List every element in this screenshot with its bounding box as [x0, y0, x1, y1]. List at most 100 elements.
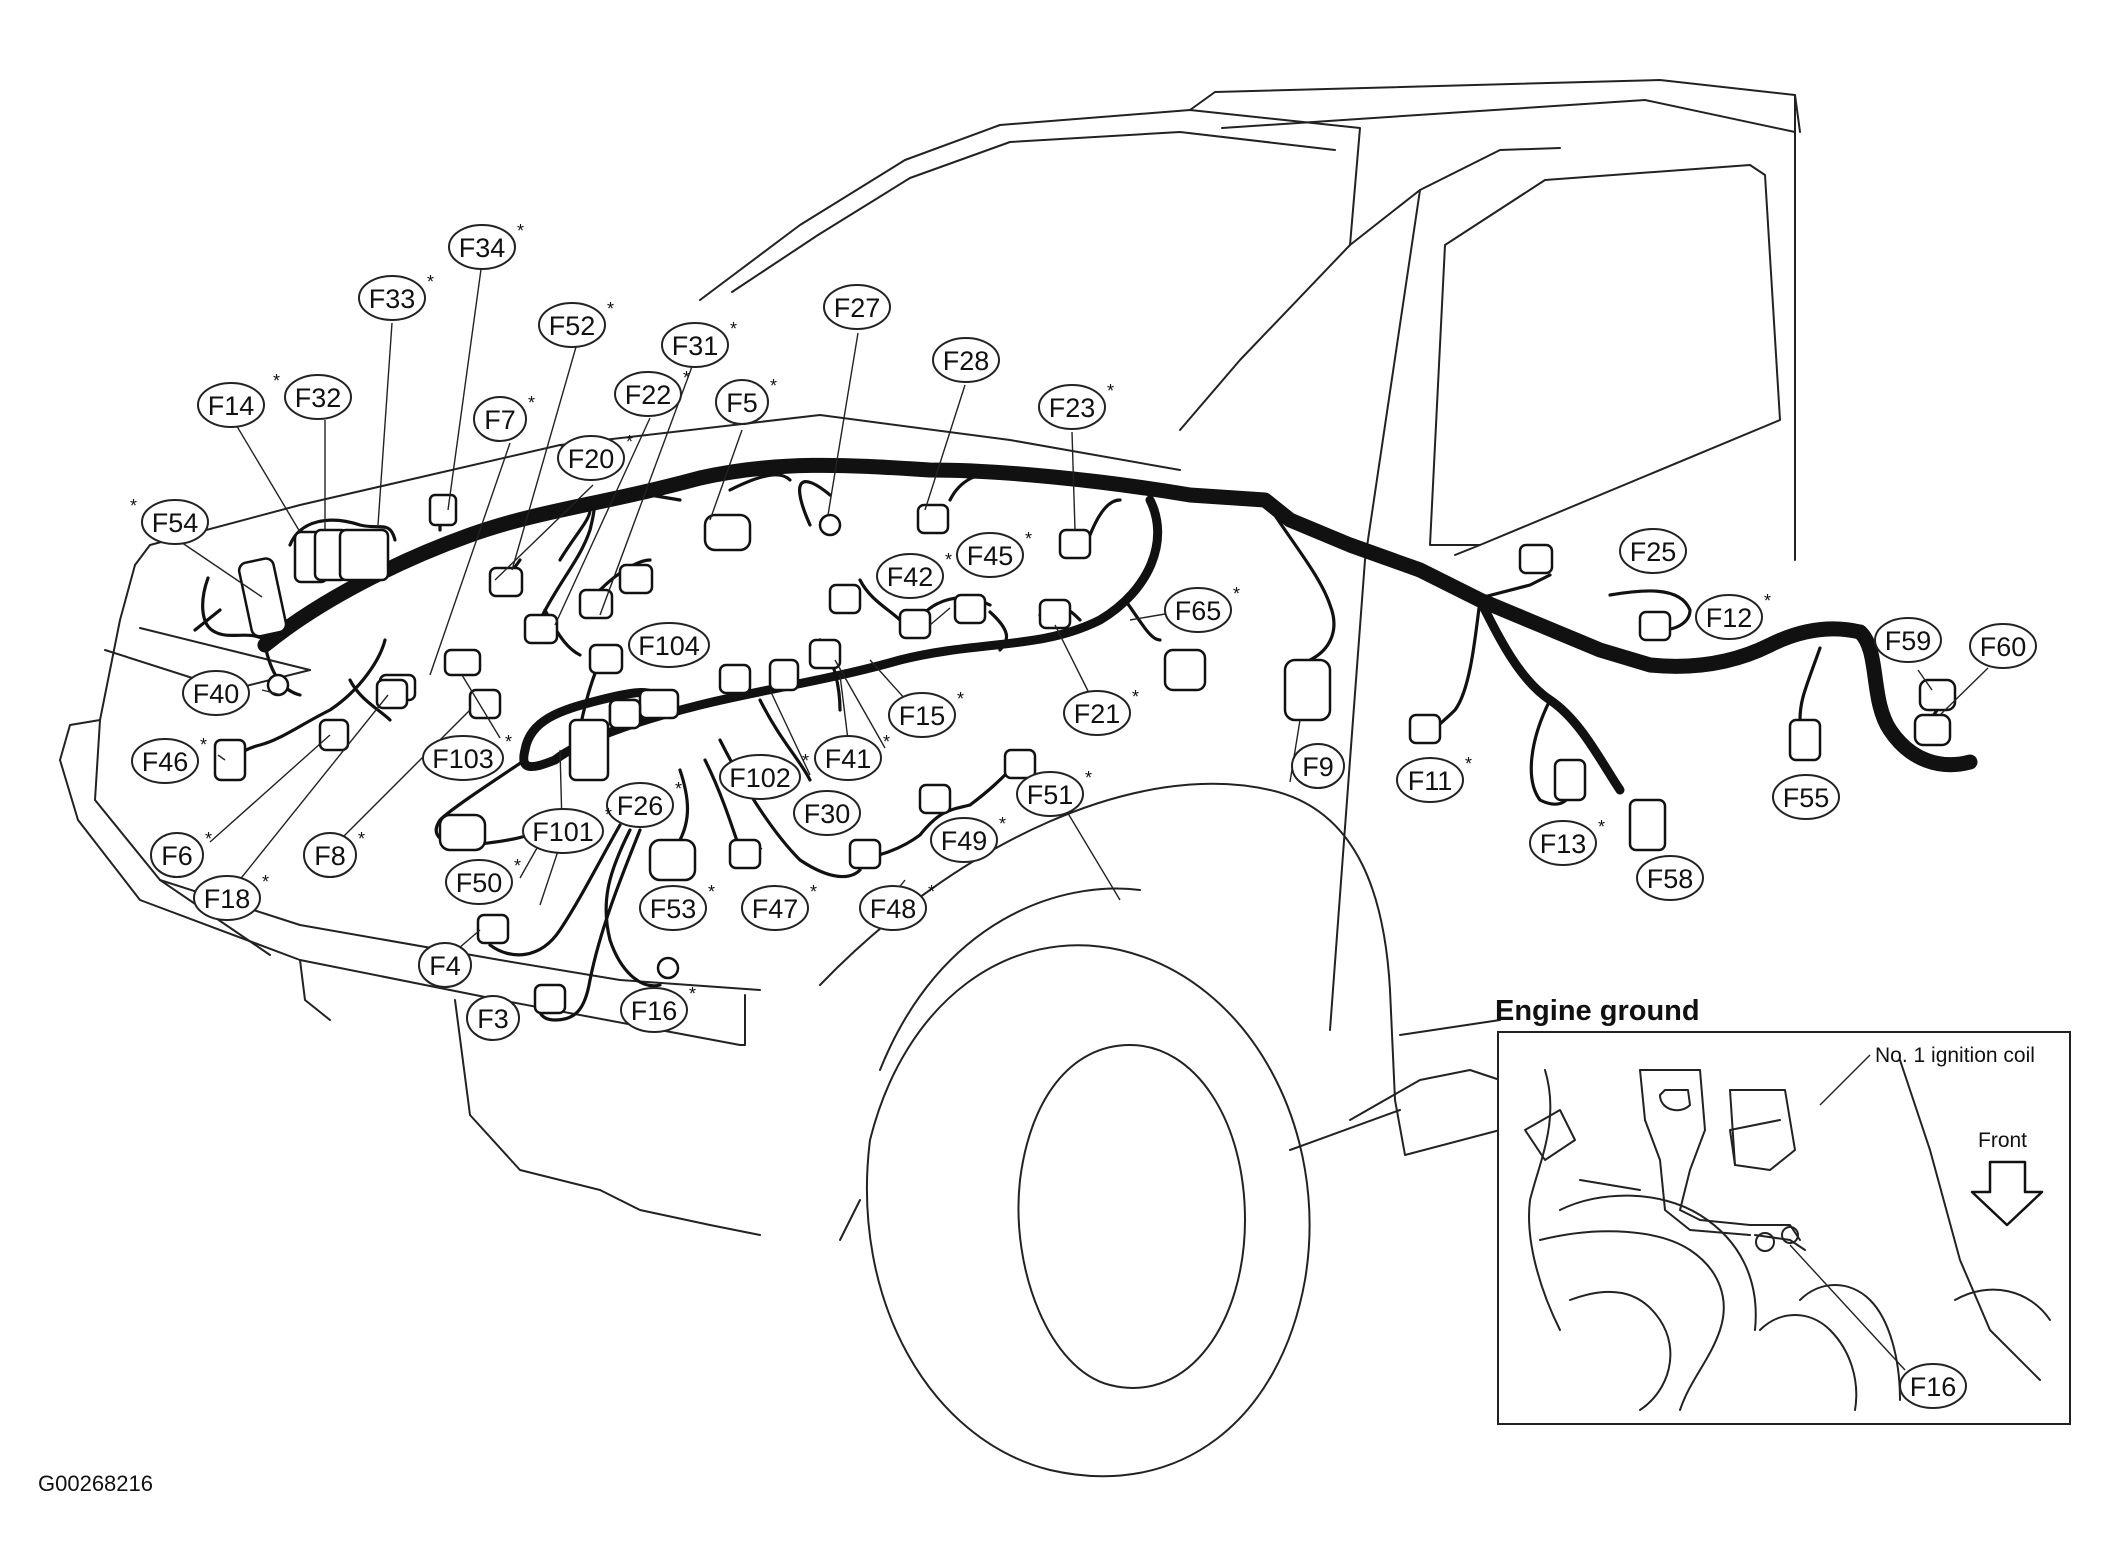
label-text: F50: [456, 868, 503, 898]
optional-marker: *: [708, 882, 715, 902]
connector-label-f45: F45*: [956, 529, 1032, 578]
label-text: F103: [432, 744, 494, 774]
label-bubble: [141, 499, 209, 545]
label-bubble: [628, 622, 710, 668]
label-text: F104: [638, 631, 700, 661]
label-bubble: [620, 987, 688, 1033]
inset-frame: [1497, 1031, 2071, 1425]
optional-marker: *: [358, 829, 365, 849]
label-bubble: [1164, 587, 1232, 633]
label-bubble: [956, 532, 1024, 578]
connector-label-f5: F5*: [715, 376, 777, 425]
connector-label-f101: F101 *: [522, 805, 612, 854]
label-text: F101: [532, 817, 594, 847]
label-bubble: [823, 284, 891, 330]
front-direction-label: Front: [1978, 1129, 2027, 1152]
optional-marker: *: [626, 432, 633, 452]
connector-label-f50: F50*: [445, 856, 521, 905]
label-text: F45: [967, 541, 1014, 571]
optional-marker: *: [675, 779, 682, 799]
label-bubble: [715, 379, 769, 425]
label-bubble: [606, 782, 674, 828]
connector-label-f23: F23*: [1038, 381, 1114, 430]
optional-marker: *: [517, 221, 524, 241]
label-bubble: [932, 337, 1000, 383]
label-text: F33: [369, 284, 416, 314]
label-text: F60: [1980, 632, 2027, 662]
label-text: F65: [1175, 596, 1222, 626]
connector-label-f25: F25: [1619, 528, 1687, 574]
label-bubble: [193, 875, 261, 921]
connector-label-f9: F9: [1291, 743, 1345, 789]
label-bubble: [522, 808, 604, 854]
optional-marker: *: [1465, 754, 1472, 774]
label-text: F48: [870, 894, 917, 924]
label-text: F18: [204, 884, 251, 914]
label-text: F32: [295, 383, 342, 413]
label-text: F55: [1783, 783, 1830, 813]
label-text: F4: [429, 951, 461, 981]
optional-marker: *: [1598, 817, 1605, 837]
label-bubble: [1695, 594, 1763, 640]
connector-label-f18: F18*: [193, 872, 269, 921]
connector-label-f30: F30: [793, 790, 861, 836]
label-text: F20: [568, 444, 615, 474]
optional-marker: *: [130, 496, 137, 516]
connector-label-f54: F54*: [130, 496, 209, 545]
connector-label-f52: F52*: [538, 299, 614, 348]
label-text: F41: [825, 744, 872, 774]
label-text: F47: [752, 894, 799, 924]
connector-label-f3: F3: [466, 995, 520, 1041]
label-bubble: [358, 275, 426, 321]
label-text: F7: [484, 405, 516, 435]
optional-marker: *: [802, 751, 809, 771]
optional-marker: *: [200, 735, 207, 755]
leader-lines: [174, 261, 1989, 961]
connector-label-f65: F65*: [1164, 584, 1240, 633]
connector-label-f49: F49*: [930, 814, 1006, 863]
connector-label-f53: F53 *: [639, 882, 715, 931]
optional-marker: *: [505, 732, 512, 752]
label-text: F11: [1408, 766, 1453, 796]
connector-label-f102: F102 *: [719, 751, 809, 800]
label-text: F22: [625, 380, 672, 410]
label-bubble: [614, 371, 682, 417]
label-bubble: [557, 435, 625, 481]
connector-label-f4: F4: [418, 942, 472, 988]
label-bubble: [793, 790, 861, 836]
figure-code: G00268216: [38, 1471, 153, 1496]
label-bubble: [284, 374, 352, 420]
optional-marker: *: [605, 805, 612, 825]
connector-label-f104: F104: [628, 622, 710, 668]
connector-label-f21: F21*: [1063, 687, 1139, 736]
label-bubble: [661, 322, 729, 368]
label-text: F59: [1885, 626, 1932, 656]
label-text: F53: [650, 894, 697, 924]
connector-label-f11: F11 *: [1396, 754, 1472, 803]
optional-marker: *: [427, 272, 434, 292]
label-bubble: [1063, 690, 1131, 736]
label-text: F102: [729, 763, 791, 793]
connector-label-f14: F14: [197, 382, 265, 428]
label-text: F31: [672, 331, 719, 361]
label-text: F51: [1027, 780, 1074, 810]
label-text: F13: [1540, 829, 1587, 859]
label-bubble: [639, 885, 707, 931]
label-text: F23: [1049, 393, 1096, 423]
connector-label-f58: F58: [1636, 855, 1704, 901]
connector-label-f12: F12*: [1695, 591, 1771, 640]
optional-marker: *: [945, 550, 952, 570]
optional-marker: *: [273, 371, 280, 391]
label-text: F30: [804, 799, 851, 829]
label-bubble: [131, 738, 199, 784]
optional-marker: *: [810, 882, 817, 902]
label-bubble: [1874, 617, 1942, 663]
label-bubble: [538, 302, 606, 348]
label-bubble: [197, 382, 265, 428]
optional-marker: *: [607, 299, 614, 319]
label-bubble: [1772, 774, 1840, 820]
label-text: F25: [1630, 537, 1677, 567]
optional-marker: *: [957, 689, 964, 709]
connector-label-f13: F13 *: [1529, 817, 1605, 866]
